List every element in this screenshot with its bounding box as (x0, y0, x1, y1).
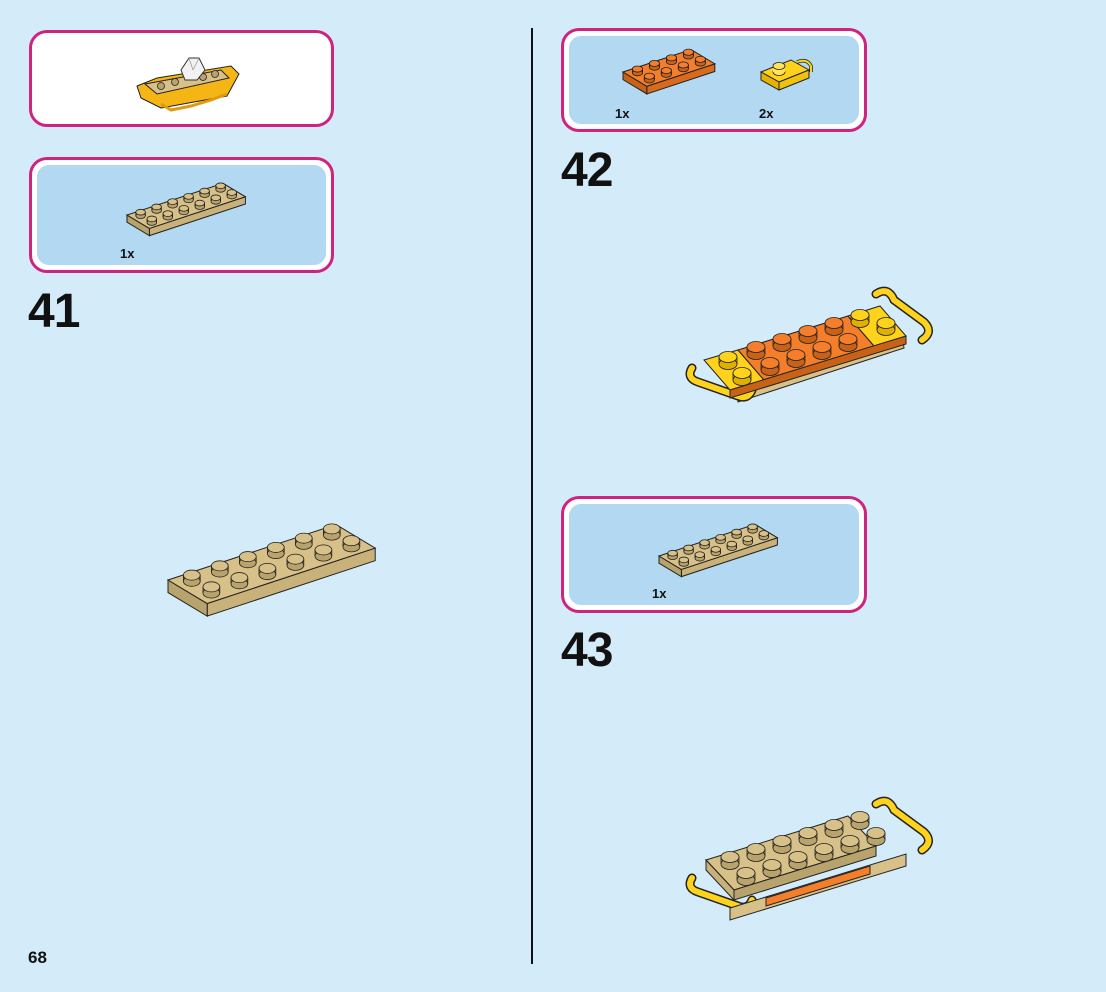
tan-plate-2x6-part (657, 523, 779, 578)
stud (812, 341, 832, 360)
stud (798, 325, 818, 344)
stud (718, 351, 738, 370)
stud (314, 544, 333, 562)
stud (226, 189, 238, 200)
stud (162, 210, 174, 221)
subassembly-callout (29, 30, 334, 127)
stud (643, 72, 655, 84)
stud (758, 530, 770, 541)
stud (239, 551, 257, 569)
stud (736, 867, 756, 886)
stud (183, 193, 194, 204)
stud (631, 65, 643, 77)
stud (824, 317, 844, 336)
stud (694, 551, 706, 562)
step-42-model (685, 286, 933, 403)
stud (731, 528, 742, 539)
page-number: 68 (28, 948, 47, 967)
stud (772, 333, 792, 352)
tan-plate-2x6-part (125, 182, 247, 237)
parts-callout-inner: 1x 2x (569, 36, 859, 124)
stud (694, 55, 706, 67)
stud (258, 562, 277, 580)
step-number-42: 42 (561, 144, 613, 197)
stud (135, 208, 146, 220)
stud (838, 333, 858, 352)
stud (665, 54, 677, 66)
stud (876, 317, 896, 336)
step-43-parts-callout: 1x (561, 496, 867, 613)
stud (715, 534, 726, 545)
stud (786, 349, 806, 368)
stud (850, 309, 870, 328)
stud (294, 532, 313, 550)
stud (667, 549, 678, 561)
stud (202, 581, 221, 599)
stud (210, 194, 222, 205)
step-41-model-tan-plate (166, 523, 377, 618)
stud (342, 535, 361, 553)
stud (788, 851, 808, 870)
part-quantity: 2x (759, 106, 774, 121)
subassembly-callout-inner (37, 38, 326, 119)
stud (660, 67, 672, 78)
stud (699, 539, 710, 550)
step-number-41: 41 (28, 285, 80, 338)
stud (798, 827, 818, 846)
subassembly-illustration (136, 57, 240, 112)
stud (211, 560, 229, 578)
stud (814, 843, 834, 862)
stud (850, 811, 870, 830)
stud (726, 540, 738, 551)
parts-callout-inner: 1x (569, 504, 859, 605)
stud (178, 205, 190, 216)
stud (677, 61, 689, 73)
step-43-model (685, 796, 933, 921)
stud (732, 367, 752, 386)
stud (230, 572, 249, 590)
stud (286, 553, 305, 571)
stud (866, 827, 886, 846)
orange-plate-2x4-part (621, 48, 716, 95)
stud (683, 544, 694, 555)
stud (742, 535, 754, 546)
stud (747, 523, 758, 534)
stud (199, 187, 210, 198)
stud (146, 215, 158, 226)
stud (678, 556, 690, 567)
stud (824, 819, 844, 838)
stud (720, 851, 740, 870)
stud (682, 48, 694, 60)
stud (772, 835, 792, 854)
stud (710, 546, 722, 557)
stud (182, 569, 201, 587)
stud (840, 835, 860, 854)
parts-callout-inner: 1x (37, 165, 326, 265)
stud (151, 203, 162, 214)
step-number-43: 43 (561, 624, 613, 677)
step-42-parts-callout: 1x 2x (561, 28, 867, 132)
stud (760, 357, 780, 376)
part-quantity: 1x (652, 586, 667, 601)
stud (322, 523, 341, 541)
part-quantity: 1x (615, 106, 630, 121)
step-41-parts-callout: 1x (29, 157, 334, 273)
yellow-plate-with-handles-part (759, 58, 813, 91)
stud (746, 843, 766, 862)
part-quantity: 1x (120, 246, 135, 261)
stud (215, 182, 226, 193)
stud (167, 198, 178, 209)
stud (746, 341, 766, 360)
stud (194, 199, 206, 210)
stud (267, 541, 285, 559)
column-divider (531, 28, 533, 964)
stud (648, 59, 660, 71)
stud (762, 859, 782, 878)
